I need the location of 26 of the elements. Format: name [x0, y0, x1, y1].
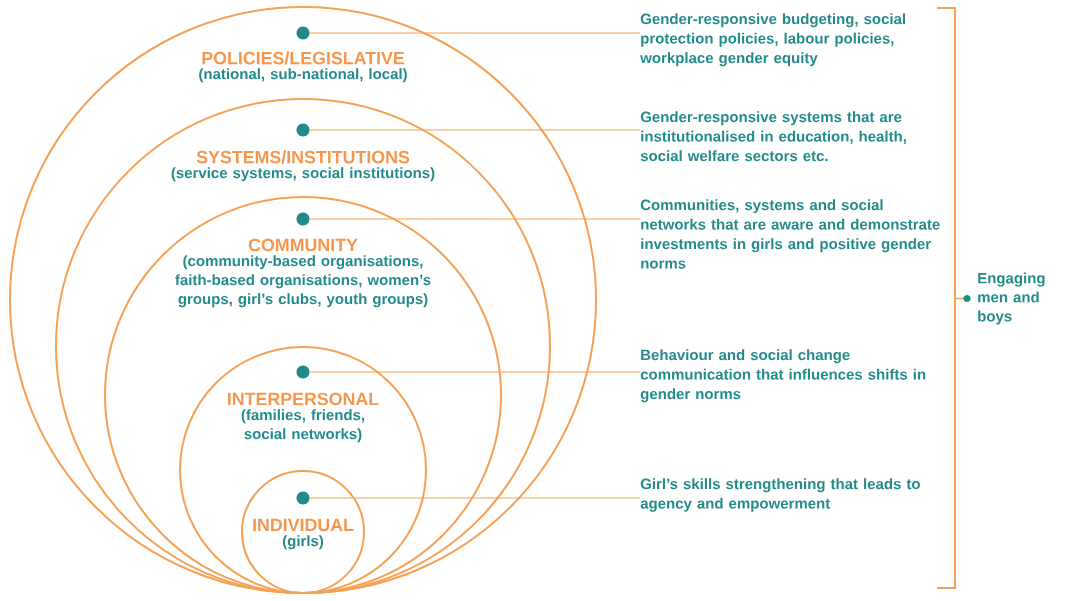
level-title: SYSTEMS/INSTITUTIONS — [196, 150, 410, 164]
level-description: (national, sub-national, local) — [199, 68, 407, 83]
level-description: (girls) — [282, 535, 324, 550]
level-description: (service systems, social institutions) — [171, 167, 435, 182]
description-text: Gender-responsive systems that are institutionalised in education, health, social welfare sectors etc. — [640, 111, 906, 162]
level-circle — [104, 196, 502, 594]
level-description: (community-based organisations, faith-based organisations, women’s groups, girl’s clubs, youth groups) — [175, 255, 431, 308]
description-text: Communities, systems and social networks that are aware and demonstrate investments in girls and positive gender norms — [640, 199, 940, 269]
level-title: INTERPERSONAL — [228, 392, 379, 406]
leader-line — [309, 371, 641, 373]
leader-line — [309, 218, 641, 220]
description-text: Behaviour and social change communication that influences shifts in gender norms — [640, 349, 926, 403]
leader-line — [309, 129, 641, 131]
level-circle — [241, 470, 365, 594]
description-text: Girl’s skills strengthening that leads to agency and empowerment — [640, 478, 920, 512]
level-title: POLICIES/LEGISLATIVE — [202, 51, 405, 65]
level-title: COMMUNITY — [248, 238, 358, 252]
description-text: Gender-responsive budgeting, social protection policies, labour policies, workplace gender equity — [640, 13, 906, 67]
leader-line — [309, 497, 641, 499]
bracket-label: Engaging men and boys — [978, 272, 1045, 325]
level-circle — [179, 346, 427, 594]
level-description: (families, friends, social networks) — [241, 409, 365, 443]
level-title: INDIVIDUAL — [253, 518, 354, 532]
level-circle — [55, 98, 551, 594]
leader-line — [309, 32, 641, 34]
level-circle — [9, 6, 597, 594]
